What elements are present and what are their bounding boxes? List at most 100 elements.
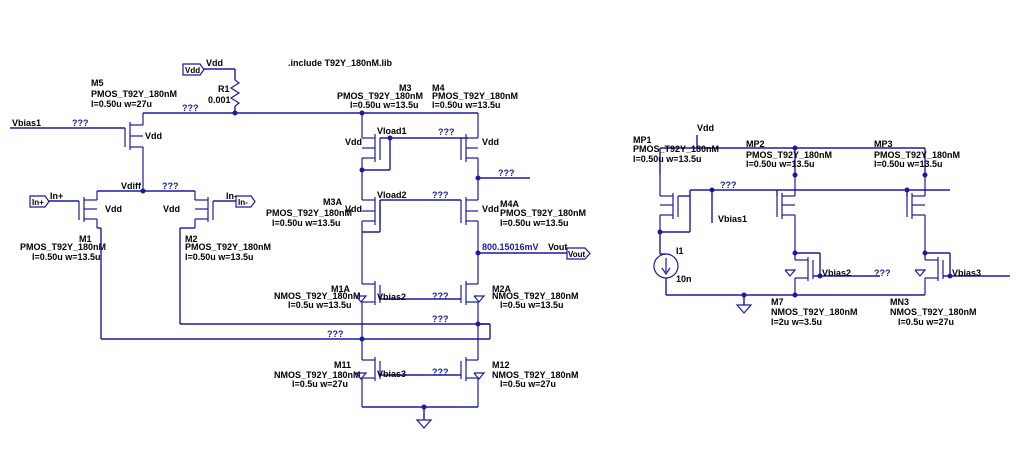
include-directive[interactable]: .include T92Y_180nM.lib	[288, 58, 393, 68]
m2a-size: l=0.5u w=13.5u	[500, 300, 564, 310]
pmos-m5[interactable]	[124, 113, 144, 191]
m11-name: M11	[334, 360, 351, 370]
vdiff-unknown: ???	[162, 181, 179, 191]
m3a-bulk-label: Vdd	[345, 204, 362, 214]
r1-name: R1	[218, 84, 230, 94]
pmos-mp1[interactable]	[659, 175, 679, 232]
ground-symbol-main	[415, 419, 433, 429]
vbias2-unknown-left: ???	[432, 291, 449, 301]
vload1-net-label: Vload1	[377, 126, 407, 136]
m7-size: l=2u w=3.5u	[771, 317, 822, 327]
m2-model: PMOS_T92Y_180nM	[185, 242, 271, 252]
m4-size: l=0.50u w=13.5u	[432, 100, 501, 110]
mp1-model: PMOS_T92Y_180nM	[633, 144, 719, 154]
mp3-model: PMOS_T92Y_180nM	[874, 150, 960, 160]
in-plus-flag-label: In+	[32, 198, 44, 207]
mn3-model: NMOS_T92Y_180nM	[890, 307, 977, 317]
r1-value: 0.001	[208, 95, 231, 105]
m4a-model: PMOS_T92Y_180nM	[500, 208, 586, 218]
m12-model: NMOS_T92Y_180nM	[492, 370, 579, 380]
m1a-name: M1A	[331, 284, 351, 294]
bias-gate-unknown: ???	[720, 180, 737, 190]
vout-probe-voltage: 800.15016mV	[482, 242, 539, 252]
in-plus-net-label: In+	[50, 191, 63, 201]
m2-size: l=0.50u w=13.5u	[185, 252, 254, 262]
in-minus-net-label: In-	[226, 191, 237, 201]
m4-name: M4	[432, 83, 445, 93]
m3a-name: M3A	[323, 197, 343, 207]
pmos-m4a[interactable]	[460, 197, 479, 284]
vbias3-net-label-left: Vbias3	[377, 369, 406, 379]
m3-size: l=0.50u w=13.5u	[350, 100, 419, 110]
bias-vdd-label: Vdd	[697, 123, 714, 133]
pmos-m2[interactable]	[194, 191, 214, 228]
m4a-name: M4A	[500, 199, 520, 209]
m3a-size: l=0.50u w=13.5u	[272, 218, 341, 228]
m2a-model: NMOS_T92Y_180nM	[492, 291, 579, 301]
pmos-m4[interactable]	[460, 113, 479, 200]
m2-name: M2	[185, 234, 198, 244]
m1-name: M1	[79, 234, 92, 244]
m12-size: l=0.5u w=27u	[500, 379, 556, 389]
vbias1-unknown-left: ???	[72, 118, 89, 128]
m1-size: l=0.50u w=13.5u	[32, 252, 101, 262]
vdd-net-label: Vdd	[206, 58, 223, 68]
vbias2-net-label-left: Vbias2	[377, 292, 406, 302]
vout-flag-label: Vout	[568, 250, 586, 259]
m1-model: PMOS_T92Y_180nM	[20, 242, 106, 252]
i1-name: I1	[676, 246, 684, 256]
nmos-mn3[interactable]	[914, 253, 944, 295]
vdd-flag-label: Vdd	[185, 66, 200, 75]
in-minus-port-flag[interactable]	[235, 195, 256, 208]
nmos-m1a[interactable]	[355, 281, 381, 360]
m5-model: PMOS_T92Y_180nM	[91, 89, 177, 99]
vbias3-net-label-right: Vbias3	[952, 268, 981, 278]
nmos-m2a[interactable]	[460, 281, 486, 360]
in-minus-flag-label: In-	[238, 198, 248, 207]
pmos-mp2[interactable]	[776, 175, 796, 253]
pmos-m3[interactable]	[361, 113, 381, 200]
pmos-mp3[interactable]	[906, 175, 926, 253]
pmos-m1[interactable]	[78, 191, 98, 228]
m7-name: M7	[771, 297, 784, 307]
mn3-size: l=0.5u w=27u	[898, 317, 954, 327]
i1-value: 10n	[676, 274, 692, 284]
m1a-size: l=0.5u w=13.5u	[288, 300, 352, 310]
vload2-unknown: ???	[432, 190, 449, 200]
vout-port-flag[interactable]	[566, 247, 591, 260]
m4a-bulk-label: Vdd	[482, 204, 499, 214]
resistor-r1[interactable]	[229, 79, 241, 107]
mp1-name: MP1	[633, 135, 652, 145]
m3-bulk-label: Vdd	[345, 137, 362, 147]
m4-model: PMOS_T92Y_180nM	[432, 91, 518, 101]
m3-name: M3	[399, 83, 412, 93]
vbias2-net-label-right: Vbias2	[822, 268, 851, 278]
m1-bulk-label: Vdd	[105, 204, 122, 214]
m11-size: l=0.5u w=27u	[292, 379, 348, 389]
mp3-size: l=0.50u w=13.5u	[874, 159, 943, 169]
mp2-size: l=0.50u w=13.5u	[746, 159, 815, 169]
mn3-name: MN3	[890, 297, 909, 307]
mp1-size: l=0.50u w=13.5u	[633, 154, 702, 164]
m4-drain-unknown: ???	[498, 168, 515, 178]
vbias1-net-label-right: Vbias1	[718, 214, 747, 224]
m1a-model: NMOS_T92Y_180nM	[274, 291, 361, 301]
m2a-name: M2A	[492, 284, 512, 294]
m7-model: NMOS_T92Y_180nM	[771, 307, 858, 317]
vdiff-net-label: Vdiff	[121, 181, 142, 191]
vout-net-label: Vout	[548, 242, 567, 252]
nmos-m12[interactable]	[460, 357, 486, 407]
m5-bulk-label: Vdd	[145, 131, 162, 141]
nmos-m7[interactable]	[784, 253, 814, 295]
vload1-unknown: ???	[438, 127, 455, 137]
vdd-port-flag[interactable]	[182, 63, 205, 76]
m2-bulk-label: Vdd	[163, 204, 180, 214]
nmos-m11[interactable]	[355, 357, 381, 407]
in-plus-port-flag[interactable]	[29, 195, 50, 208]
m11-model: NMOS_T92Y_180nM	[274, 370, 361, 380]
rail-unknown-label: ???	[182, 103, 199, 113]
m5-name: M5	[91, 78, 104, 88]
m2-drain-unknown: ???	[432, 314, 449, 324]
pmos-m3a[interactable]	[361, 197, 381, 284]
m3a-model: PMOS_T92Y_180nM	[266, 208, 352, 218]
